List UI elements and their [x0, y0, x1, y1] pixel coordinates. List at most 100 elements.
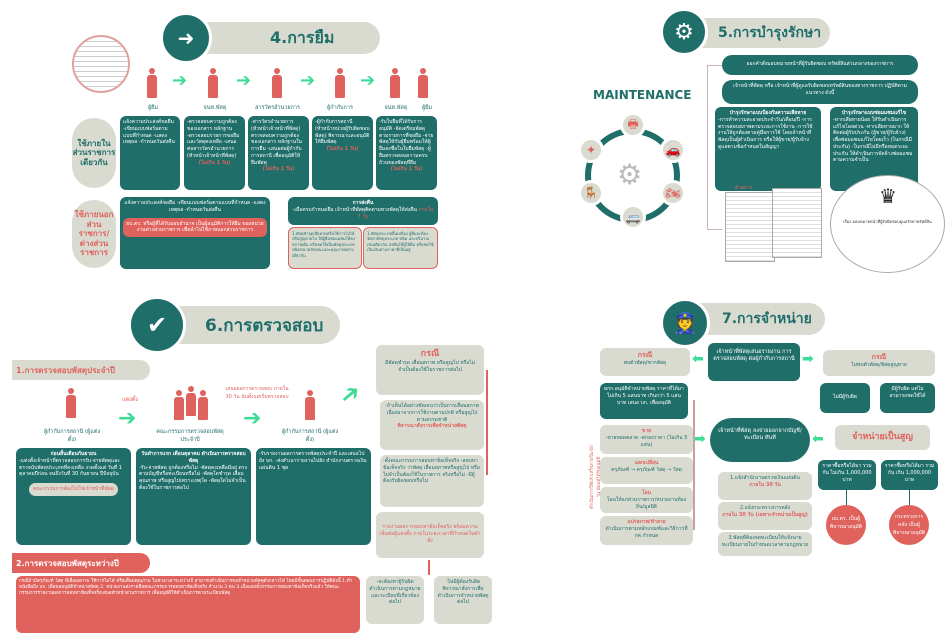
responsible-box: มีผู้รับผิด แต่ไม่สามารถชดใช้ได้: [880, 383, 935, 413]
arrow-right-icon: ➔: [360, 70, 376, 91]
method-text: โอนให้แก่ส่วนราชการ/หน่วยงานท้องถิ่น/มูล…: [606, 496, 687, 510]
arrow-left-icon: ⬅: [692, 351, 704, 367]
motorcycle-icon: 🏍: [660, 180, 686, 206]
arrow-right-icon: ➔: [236, 70, 252, 91]
repair-box: บำรุงรักษาแบบซ่อมแซมแก้ไข-หากเสียหายน้อย…: [830, 107, 918, 191]
panel-title: 5.การบำรุงรักษา: [718, 25, 822, 41]
step-text: -ผู้กำกับการสถานี (หัวหน้าหน่วยผู้รับผิด…: [315, 119, 370, 146]
person-icon: [66, 388, 76, 418]
van-icon: 🚐: [620, 204, 646, 230]
garuda-emblem-icon: ♛: [879, 184, 897, 208]
method-box: แลกเปลี่ยนครุภัณฑ์ → ครุภัณฑ์ วัสดุ → วั…: [600, 457, 693, 484]
box-text: -รับรายงานผลการตรวจพัสดุประจำปี และเสนอไ…: [259, 451, 367, 471]
arrow-right-icon: ➔: [300, 70, 316, 91]
box-text: -รับ-จ่ายพัสดุ ถูกต้องหรือไม่ -พัสดุคงเห…: [139, 464, 247, 491]
order-box: ออกคำสั่งมอบหมายหน้าที่ผู้รับผิดชอบ ทรัพ…: [722, 55, 918, 75]
borrow-step: แจ้งความประสงค์ขอยืม -เขียนแบบฟอร์มตามแบ…: [120, 116, 180, 190]
case-title: กรณี: [420, 349, 440, 359]
person-icon: [174, 390, 184, 420]
person-icon: [272, 68, 282, 98]
return-box: การส่งคืน-เมื่อครบกำหนดยืม เจ้าหน้าที่พั…: [288, 197, 438, 225]
role-label: สารวัตรอำนวยการ: [255, 105, 300, 111]
annual-box: -รับรายงานผลการตรวจพัสดุประจำปี และเสนอไ…: [256, 448, 371, 545]
role-label: ผู้กำกับการ: [327, 105, 353, 111]
notify-step: 1.แจ้งสำนักงานตรวจเงินแผ่นดินภายใน 30 วั…: [718, 472, 812, 500]
preventive-title: บำรุงรักษาแบบป้องกันความเสียหาย: [729, 110, 807, 116]
panel-title-pill: 4.การยืม: [200, 22, 380, 54]
role-label: จนท.พัสดุ: [384, 105, 408, 111]
external-borrow-box: แจ้งความประสงค์ขอยืม -เขียนแบบฟอร์มตามแบ…: [120, 197, 270, 269]
bracket-line: [693, 400, 695, 530]
section2-label: 2.การตรวจสอบพัสดุระหว่างปี: [12, 553, 150, 573]
person-icon: [147, 68, 157, 98]
person-icon: [208, 68, 218, 98]
case-found: กรณีพบตัวพัสดุ/ซากพัสดุ: [600, 348, 690, 376]
step-text: 1.แจ้งสำนักงานตรวจเงินแผ่นดิน: [730, 475, 800, 481]
external-text: แจ้งความประสงค์ขอยืม -เขียนแบบฟอร์มตามแบ…: [124, 200, 266, 213]
case-text: ไม่พบตัวพัสดุ/พัสดุสูญหาย: [851, 362, 907, 369]
officer-box: เจ้าหน้าที่พัสดุ หรือ เจ้าหน้าที่ผู้ดูแล…: [722, 80, 918, 104]
role-label: ผู้ยืม: [421, 105, 433, 111]
arrow-right-icon: ➡: [694, 431, 706, 447]
report-label: เสนอผลการตรวจสอบ ภายใน 30 วัน นับตั้งแต่…: [225, 386, 289, 400]
bracket-line: [428, 560, 430, 575]
case-title: กรณี: [871, 353, 887, 361]
preventive-text: -การทำความสะอาดประจำวัน/เดือน/ปี -การตรว…: [718, 116, 813, 150]
document-magnifier: ♛ เรื่อง มอบหมายหน้าที่ผู้รับผิดชอบดูแลร…: [830, 175, 945, 273]
arrow-right-icon: ➡: [802, 351, 814, 367]
panel-title: 7.การจำหน่าย: [722, 311, 812, 327]
case-text: มีพัสดุชำรุด เสื่อมสภาพ หรือสูญไป หรือไม…: [384, 360, 476, 373]
internal-use-label: ใช้ภายในส่วนราชการเดียวกัน: [72, 118, 116, 188]
document-sample: [725, 192, 775, 262]
method-text: ครุภัณฑ์ → ครุภัณฑ์ วัสดุ → วัสดุ: [611, 466, 682, 473]
step-text: -สารวัตรอำนวยการ (หัวหน้าเจ้าหน้าที่พัสด…: [251, 119, 302, 166]
arrow-left-icon: ⬅: [812, 431, 824, 447]
case-title: กรณี: [637, 351, 653, 359]
role-label: ผู้กำกับการสถานี (ผู้แต่งตั้ง): [43, 429, 101, 443]
connector-line: [846, 490, 847, 505]
section1-text: 1.การตรวจสอบพัสดุประจำปี: [16, 365, 115, 375]
example-label: ตัวอย่าง: [735, 185, 753, 191]
person-icon: [418, 68, 428, 98]
method-title: โอน: [641, 490, 652, 496]
notify-step: 2.แจ้งกระทรวงการคลังภายใน 30 วัน (เฉพาะจ…: [718, 502, 812, 530]
gears-wrench-icon: ⚙: [660, 8, 708, 56]
chair-icon: 🪑: [578, 180, 604, 206]
step-time: (ไม่เกิน 1 วัน): [198, 159, 231, 166]
connector-line: [707, 65, 722, 230]
case-text: -ถ้าเห็นได้อย่างชัดเจนว่าเป็นการเสื่อมสภ…: [385, 403, 479, 423]
arrow-up-right-icon: ➔: [333, 376, 367, 412]
step-text: แจ้งความประสงค์ขอยืม -เขียนแบบฟอร์มตามแบ…: [123, 119, 175, 146]
case-not-found: กรณีไม่พบตัวพัสดุ/พัสดุสูญหาย: [823, 350, 935, 376]
return-title: การส่งคืน: [352, 200, 374, 206]
panel-title-pill: 6.การตรวจสอบ: [160, 306, 340, 344]
step-time: (ไม่เกิน 1 วัน): [390, 166, 423, 173]
borrow-step: -ตรวจสอบความถูกต้องของเอกสาร หลักฐาน -ตร…: [184, 116, 245, 190]
role-label: ผู้ยืม: [147, 105, 159, 111]
connector-line: [909, 490, 910, 505]
approver-circle: กระทรวงการคลัง เป็นผู้พิจารณาอนุมัติ: [889, 505, 929, 545]
step-time: ภายใน 30 วัน: [749, 481, 781, 488]
repair-title: บำรุงรักษาแบบซ่อมแซมแก้ไข: [841, 110, 907, 116]
person-icon: [390, 68, 400, 98]
external-use-label: ใช้ภายนอกส่วนราชการ/ต่างส่วนราชการ: [72, 200, 116, 268]
box-title: ก่อนสิ้นเดือนกันยายน: [50, 451, 97, 457]
hand-arrow-icon: ➜: [160, 12, 212, 64]
panel-title: 6.การตรวจสอบ: [205, 315, 324, 336]
no-responsible-box: ไม่มีผู้รับผิด: [820, 383, 870, 413]
case-box: -ตั้งคณะกรรมการสอบหาข้อเท็จจริง -สอบหาข้…: [380, 455, 484, 507]
section1-label: 1.การตรวจสอบพัสดุประจำปี: [12, 360, 150, 380]
price-box: ราคาซื้อหรือได้มา รวมกัน ไม่เกิน 1,000,0…: [818, 460, 876, 490]
doc-title: เรื่อง มอบหมายหน้าที่ผู้รับผิดชอบดูแลรัก…: [843, 219, 932, 224]
person-icon: [305, 390, 315, 420]
method-box: แปรสภาพ/ทำลายดำเนินการตามหลักเกณฑ์และวิธ…: [600, 516, 693, 545]
person-icon: [335, 68, 345, 98]
role-label: จนท.พัสดุ: [203, 105, 227, 111]
annual-box: ก่อนสิ้นเดือนกันยายน-แต่งตั้งเจ้าหน้าที่…: [16, 448, 131, 545]
panel-title: 4.การยืม: [270, 27, 335, 47]
return-text: -เมื่อครบกำหนดยืม เจ้าหน้าที่พัสดุติดตาม…: [292, 206, 417, 213]
maintenance-label: MAINTENANCE: [593, 88, 692, 102]
annual-box: วันทำการแรก เดือนตุลาคม ดำเนินการตรวจสอบ…: [136, 448, 251, 545]
method-title: แปรสภาพ/ทำลาย: [627, 519, 666, 525]
outcome-box: -ไม่มีผู้ต้องรับผิด พิจารณาสั่งการเพื่อด…: [434, 576, 492, 624]
